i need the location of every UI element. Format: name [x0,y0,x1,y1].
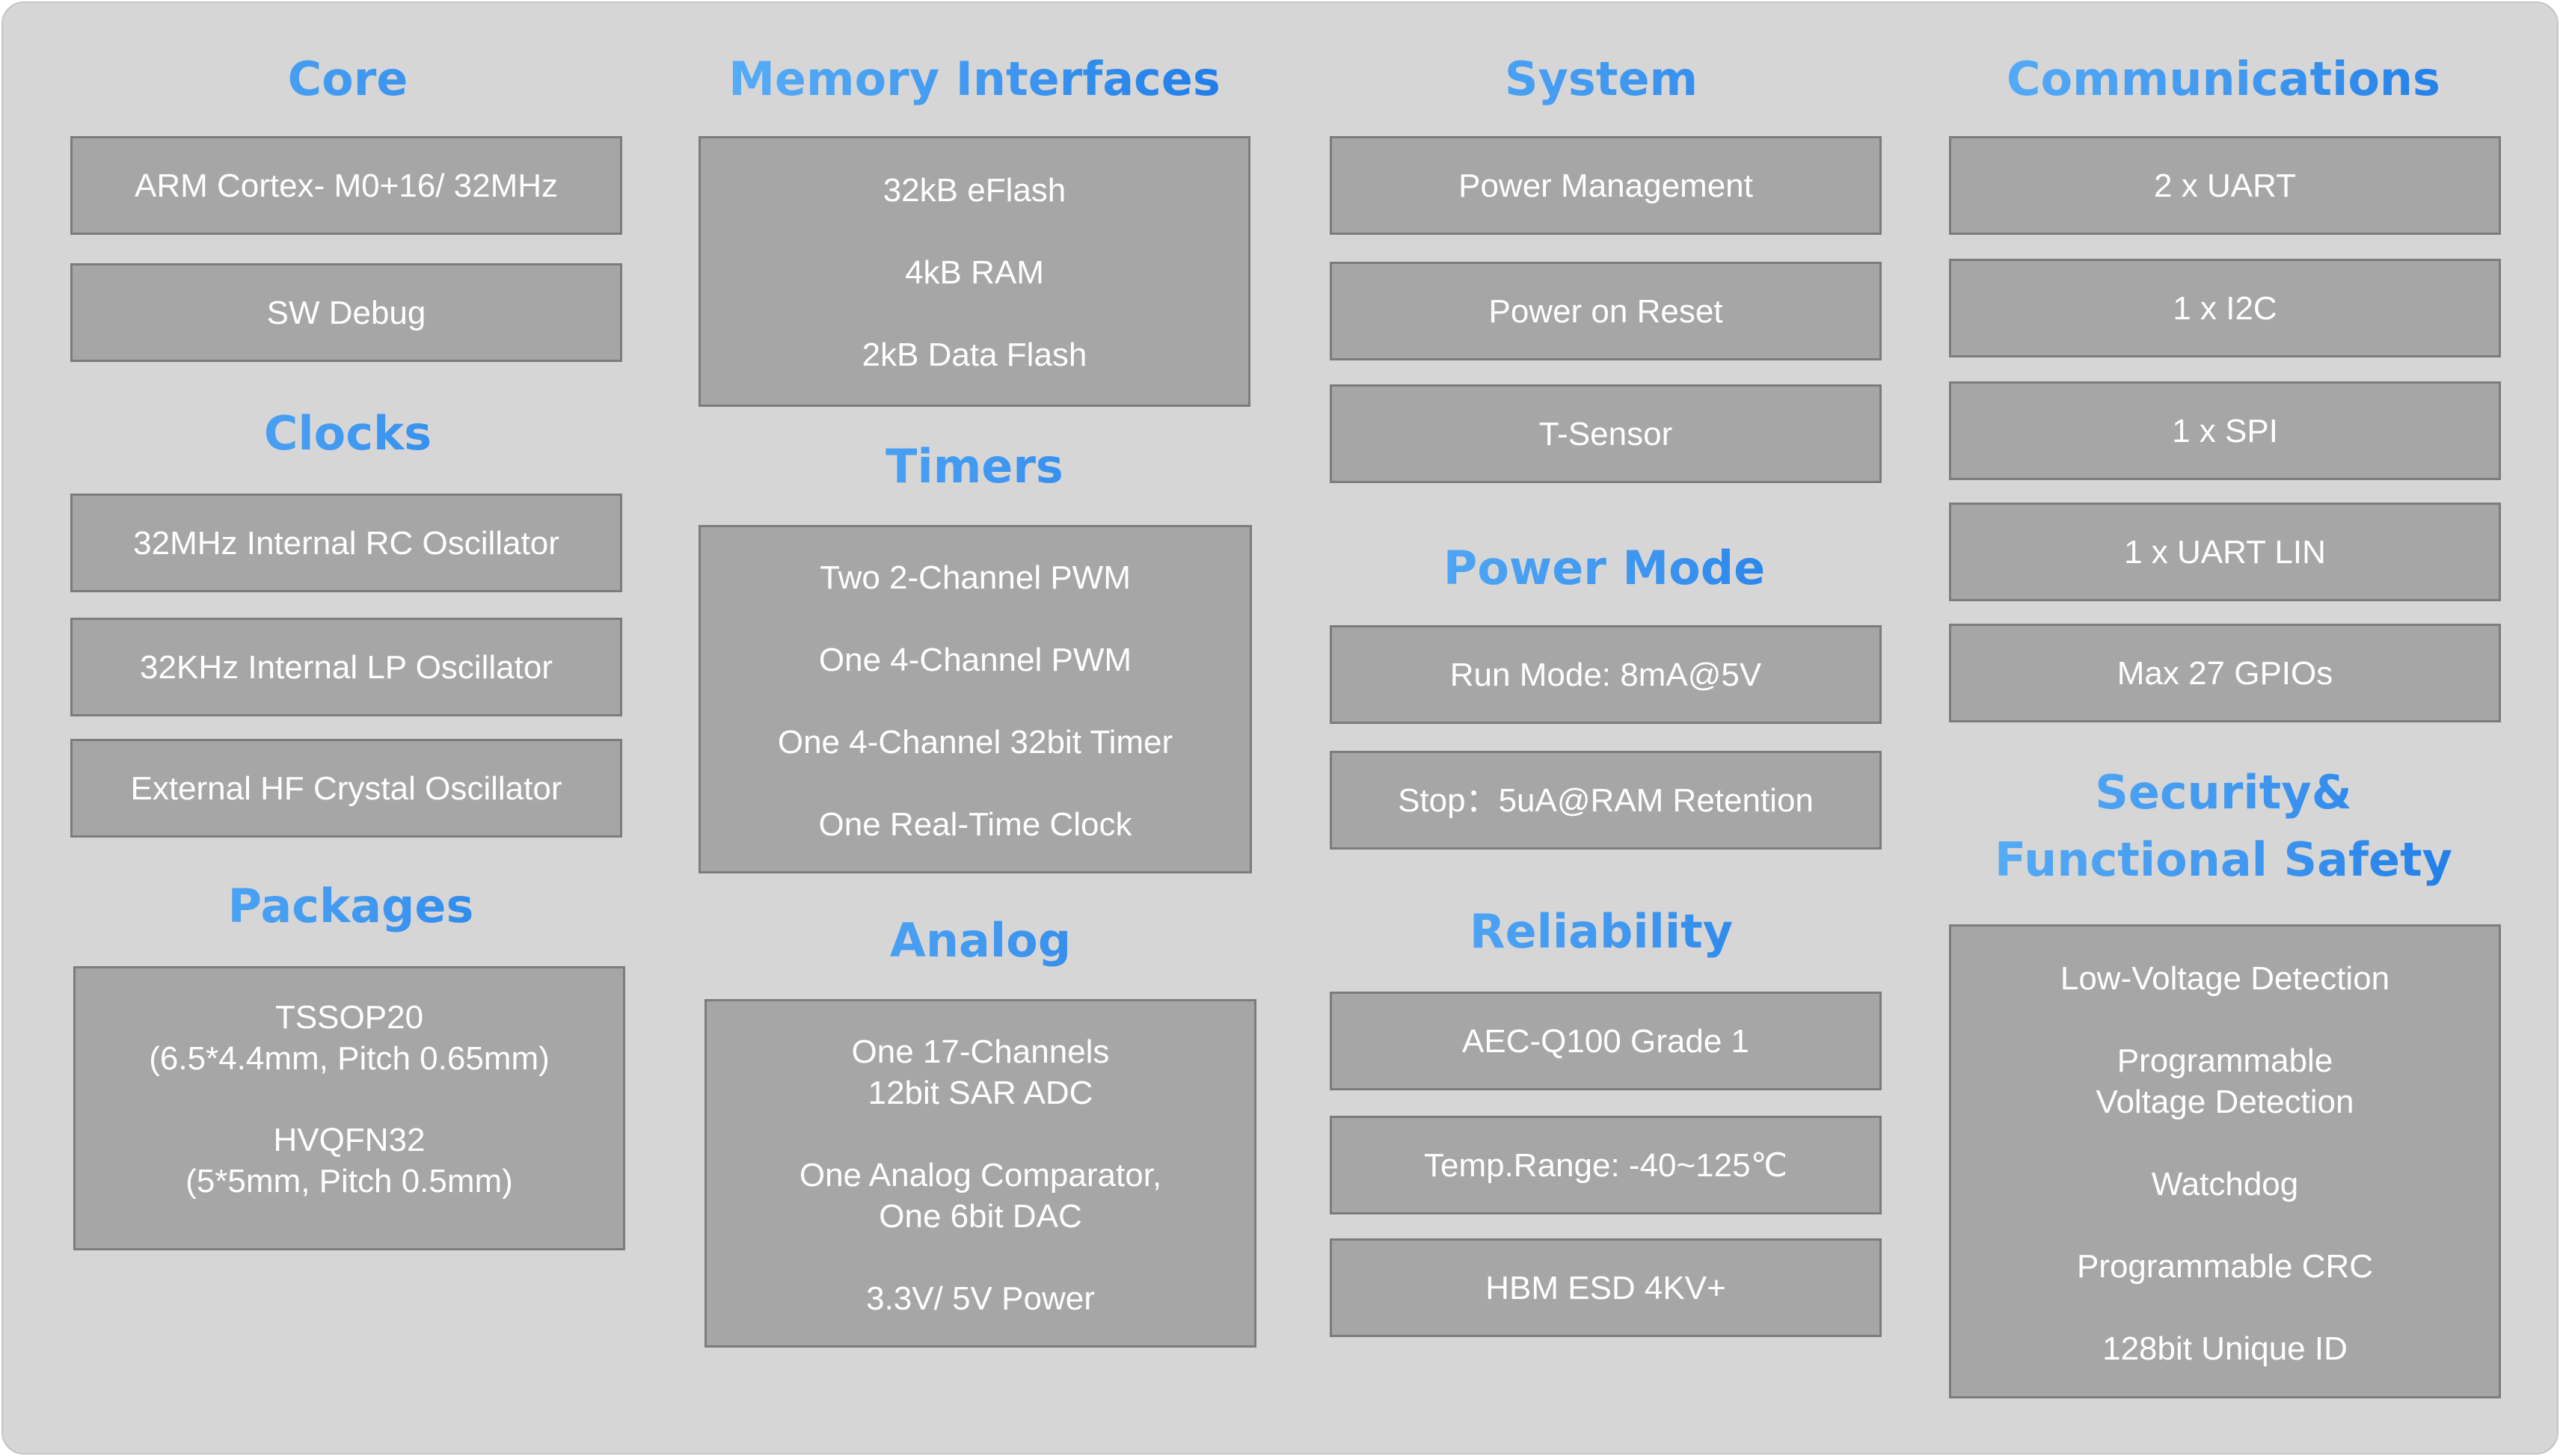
comm-gpio-label: Max 27 GPIOs [2117,654,2333,692]
reliability-temp-box: Temp.Range: -40~125℃ [1330,1116,1882,1214]
analog-comparator-line1: One Analog Comparator, [799,1157,1162,1194]
clock-rc-label: 32MHz Internal RC Oscillator [133,524,559,562]
clock-lp-label: 32KHz Internal LP Oscillator [140,648,553,686]
comm-lin-label: 1 x UART LIN [2124,533,2326,571]
clock-rc-box: 32MHz Internal RC Oscillator [70,494,622,592]
analog-heading: Analog [705,906,1256,975]
core-cpu-label: ARM Cortex- M0+16/ 32MHz [134,167,559,204]
analog-adc-line2: 12bit SAR ADC [868,1075,1093,1111]
packages-heading: Packages [75,872,627,941]
security-uid-label: 128bit Unique ID [2102,1330,2348,1367]
analog-dac-line: One 6bit DAC [879,1198,1082,1235]
comm-lin-box: 1 x UART LIN [1949,503,2501,601]
power-stop-box: Stop：5uA@RAM Retention [1330,751,1882,850]
timers-heading: Timers [699,432,1250,501]
power-run-label: Run Mode: 8mA@5V [1449,656,1762,693]
security-crc-label: Programmable CRC [2076,1248,2374,1285]
clock-lp-box: 32KHz Internal LP Oscillator [70,618,622,716]
power-stop-label: Stop：5uA@RAM Retention [1398,781,1814,819]
comm-i2c-box: 1 x I2C [1949,259,2501,357]
core-debug-label: SW Debug [266,294,426,331]
security-pvd-line2: Voltage Detection [2096,1084,2354,1120]
analog-power-line: 3.3V/ 5V Power [866,1280,1095,1317]
security-box: Low-Voltage Detection Programmable Volta… [1949,924,2501,1398]
package-hvqfn-name: HVQFN32 [273,1122,426,1158]
clock-hf-label: External HF Crystal Oscillator [130,770,562,807]
security-pvd-line1: Programmable [2117,1042,2333,1079]
timer-rtc-label: One Real-Time Clock [818,806,1132,843]
memory-eflash-label: 32kB eFlash [883,172,1066,209]
system-power-mgmt-box: Power Management [1330,136,1882,235]
reliability-aec-label: AEC-Q100 Grade 1 [1462,1022,1749,1060]
analog-adc-line1: One 17-Channels [851,1033,1110,1070]
analog-box: One 17-Channels 12bit SAR ADC One Analog… [705,999,1256,1348]
reliability-temp-label: Temp.Range: -40~125℃ [1423,1146,1788,1184]
package-hvqfn-dims: (5*5mm, Pitch 0.5mm) [185,1163,513,1199]
comm-uart-box: 2 x UART [1949,136,2501,235]
reliability-heading: Reliability [1325,897,1877,966]
reliability-esd-label: HBM ESD 4KV+ [1485,1269,1726,1306]
package-tssop-name: TSSOP20 [274,999,424,1036]
system-power-mgmt-label: Power Management [1458,167,1753,204]
timer-pwm2-label: Two 2-Channel PWM [820,559,1131,596]
clocks-heading: Clocks [72,399,624,468]
system-heading: System [1325,45,1877,114]
comm-gpio-box: Max 27 GPIOs [1949,624,2501,722]
timer-pwm4-label: One 4-Channel PWM [818,642,1132,678]
core-heading: Core [72,45,624,114]
comm-spi-label: 1 x SPI [2172,412,2278,449]
system-por-box: Power on Reset [1330,262,1882,360]
package-tssop-dims: (6.5*4.4mm, Pitch 0.65mm) [149,1040,550,1077]
system-tsensor-box: T-Sensor [1330,384,1882,483]
core-debug-box: SW Debug [70,263,622,362]
packages-box: TSSOP20 (6.5*4.4mm, Pitch 0.65mm) HVQFN3… [73,966,625,1250]
timer-32bit-label: One 4-Channel 32bit Timer [777,724,1173,761]
clock-hf-box: External HF Crystal Oscillator [70,739,622,838]
security-lvd-label: Low-Voltage Detection [2060,960,2390,997]
memory-box: 32kB eFlash 4kB RAM 2kB Data Flash [699,136,1250,407]
power-run-box: Run Mode: 8mA@5V [1330,625,1882,724]
memory-ram-label: 4kB RAM [905,254,1044,291]
security-heading-line2: Functional Safety [1947,826,2499,894]
timers-box: Two 2-Channel PWM One 4-Channel PWM One … [699,525,1252,873]
memory-dataflash-label: 2kB Data Flash [862,337,1087,373]
comm-uart-label: 2 x UART [2154,167,2296,204]
memory-heading: Memory Interfaces [699,45,1250,114]
comm-spi-box: 1 x SPI [1949,381,2501,480]
reliability-aec-box: AEC-Q100 Grade 1 [1330,992,1882,1090]
power-mode-heading: Power Mode [1328,534,1880,603]
system-por-label: Power on Reset [1488,292,1723,330]
comm-i2c-label: 1 x I2C [2173,289,2277,327]
communications-heading: Communications [1947,45,2499,114]
system-tsensor-label: T-Sensor [1538,415,1673,452]
security-heading-line1: Security& [1947,758,2499,827]
core-cpu-box: ARM Cortex- M0+16/ 32MHz [70,136,622,235]
security-watchdog-label: Watchdog [2151,1166,2299,1202]
reliability-esd-box: HBM ESD 4KV+ [1330,1238,1882,1337]
